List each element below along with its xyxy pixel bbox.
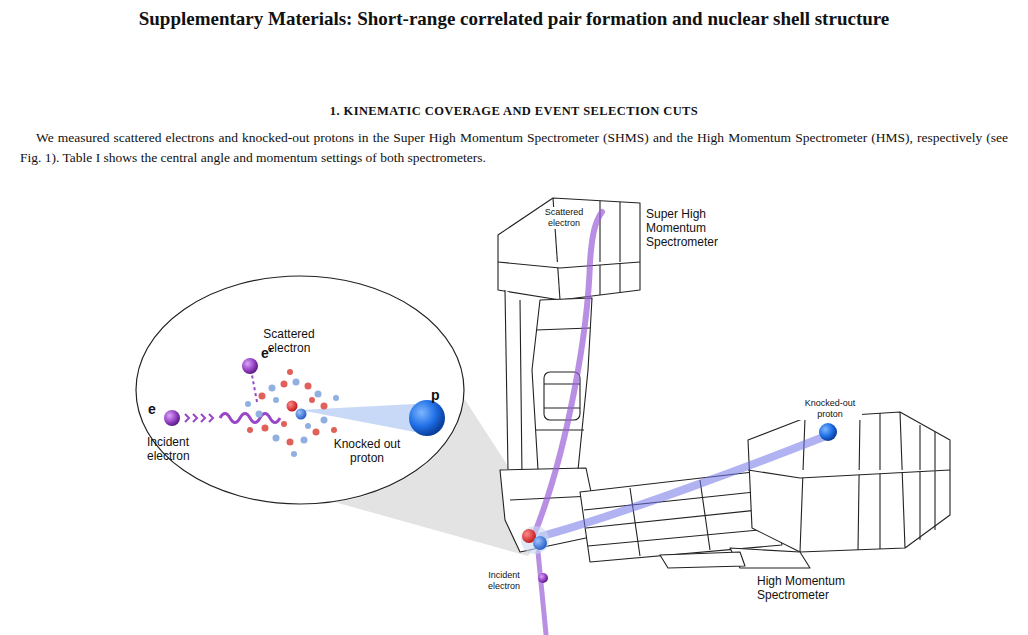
inset-illustration-part xyxy=(252,375,257,402)
inset-illustration-part-part xyxy=(309,397,315,403)
body-paragraph: We measured scattered electrons and knoc… xyxy=(20,128,1008,168)
spectrometer-name: High Momentum Spectrometer xyxy=(757,574,861,602)
inset-illustration-part-part xyxy=(333,395,339,401)
spectrometer-name: Super High Momentum Spectrometer xyxy=(646,207,742,249)
beam-paths-part xyxy=(534,212,602,535)
inset-illustration-part-part xyxy=(281,381,288,388)
hms-drawing-part xyxy=(660,552,745,568)
paper-title: Supplementary Materials: Short-range cor… xyxy=(64,8,964,29)
inset-illustration-part-part xyxy=(331,427,337,433)
inset-outline xyxy=(135,275,465,505)
target-particles-part xyxy=(521,526,549,554)
inset-illustration-part xyxy=(220,414,280,423)
inset-illustration-part-part xyxy=(201,414,205,422)
particle-label: Knocked out proton xyxy=(329,437,405,465)
inset-illustration-part-part xyxy=(287,369,293,375)
section-heading: 1. KINEMATIC COVERAGE AND EVENT SELECTIO… xyxy=(114,104,914,119)
particle-symbol: e' xyxy=(261,345,281,361)
particle-label: Incident electron xyxy=(480,570,528,592)
target-particles-part xyxy=(819,423,837,441)
shms-drawing-part xyxy=(619,202,620,292)
hms-drawing-part xyxy=(748,412,950,552)
inset-illustration-part-part xyxy=(209,414,213,422)
inset-illustration-part-part xyxy=(193,414,197,422)
inset-illustration-part-part xyxy=(269,385,276,392)
inset-illustration-part xyxy=(242,358,258,374)
inset-illustration-part xyxy=(300,404,415,432)
inset-illustration-part-part xyxy=(273,397,279,403)
inset-illustration-part-part xyxy=(287,439,294,446)
particle-label: Scattered electron xyxy=(540,207,588,229)
inset-illustration-part-part xyxy=(301,437,308,444)
inset-illustration-part-part xyxy=(321,417,328,424)
shms-drawing-part xyxy=(505,290,522,478)
inset-illustration-part-part xyxy=(273,435,280,442)
inset-illustration-part-part xyxy=(305,423,311,429)
shms-drawing-part xyxy=(498,262,640,268)
shms-drawing-part xyxy=(536,429,584,430)
inset-illustration-part-part xyxy=(262,425,269,432)
inset-illustration-part-part xyxy=(305,383,312,390)
inset-ground-part xyxy=(135,275,465,505)
inset-illustration-part-part xyxy=(185,414,189,422)
target-particles-part xyxy=(538,573,548,583)
shms-drawing-part xyxy=(510,496,592,500)
inset-illustration-part-part xyxy=(313,429,320,436)
inset-illustration-part-part xyxy=(245,401,251,407)
particle-label: Knocked-out proton xyxy=(798,398,862,420)
inset-illustration-part-part xyxy=(296,409,307,420)
inset-outline xyxy=(136,276,464,504)
inset-illustration-part xyxy=(245,369,339,457)
particle-symbol: p xyxy=(431,387,447,403)
inset-illustration-part xyxy=(185,414,213,422)
beam-paths-part xyxy=(538,552,546,634)
inset-ground xyxy=(135,275,465,505)
target-particles xyxy=(521,423,837,583)
hms-drawing-part xyxy=(920,425,935,540)
inset-illustration-part-part xyxy=(315,391,322,398)
hms-drawing-part xyxy=(800,418,805,552)
inset-illustration-part-part xyxy=(281,421,287,427)
shms-drawing-part xyxy=(498,198,640,300)
beam-paths-part xyxy=(542,436,826,536)
target-particles-part xyxy=(533,536,547,550)
hms-drawing-part xyxy=(858,412,905,550)
inset-illustration-part xyxy=(164,410,180,426)
particle-label: Incident electron xyxy=(147,435,213,463)
beam-paths xyxy=(534,212,826,634)
inset-illustration-part xyxy=(409,400,445,436)
inset-illustration-part-part xyxy=(287,401,298,412)
inset-illustration-part-part xyxy=(256,411,263,418)
hms-drawing-part xyxy=(748,470,950,478)
inset-illustration-part-part xyxy=(247,427,253,433)
inset-illustration-part-part xyxy=(259,393,266,400)
inset-ellipse: Scattered electrone'eIncident electronpK… xyxy=(135,275,465,505)
particle-symbol: e xyxy=(148,401,164,417)
inset-illustration-part-part xyxy=(321,403,328,410)
inset-illustration xyxy=(164,358,445,457)
inset-illustration-part-part xyxy=(291,451,297,457)
inset-illustration-part-part xyxy=(293,379,300,386)
hms-drawing xyxy=(580,412,950,568)
